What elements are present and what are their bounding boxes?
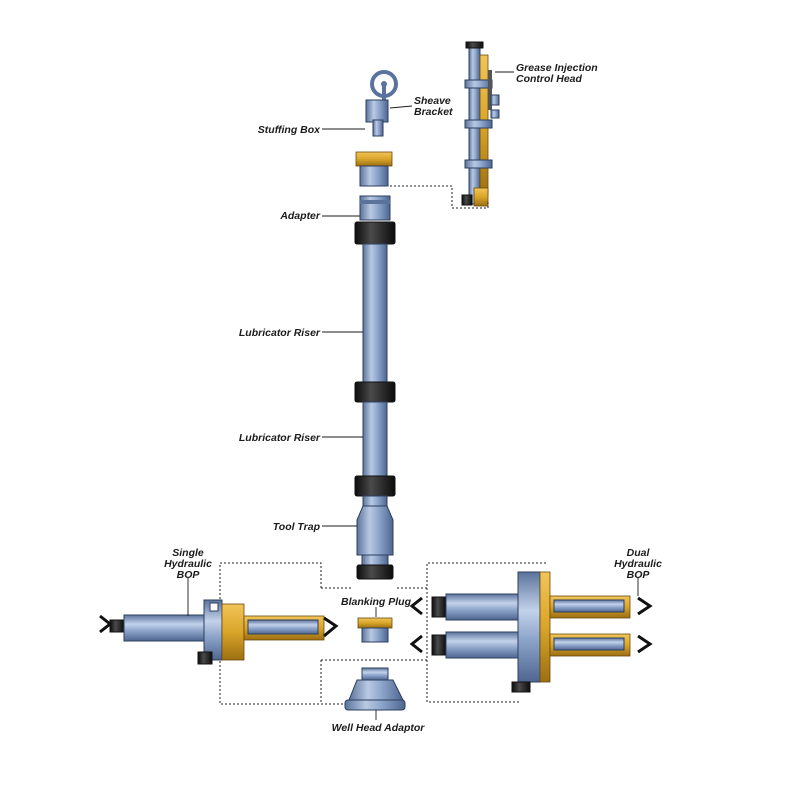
- riser-collar-middle: [354, 381, 396, 403]
- single-bop-label-line1: Single: [172, 547, 204, 559]
- lubricator-riser-lower-label: Lubricator Riser: [239, 432, 321, 444]
- riser-collar-lower: [354, 475, 396, 497]
- adapter-label: Adapter: [279, 210, 321, 222]
- well-head-adaptor-label: Well Head Adaptor: [332, 722, 426, 734]
- lubricator-riser-upper-label: Lubricator Riser: [239, 327, 321, 339]
- single-bop-label-line3: BOP: [177, 569, 201, 581]
- dual-bop-dash-left: [426, 588, 520, 703]
- grease-injection-label-line1: Grease Injection: [516, 62, 598, 74]
- grease-injection-label-line2: Control Head: [516, 73, 583, 85]
- tool-trap-label: Tool Trap: [273, 521, 321, 533]
- stuffing-box-label: Stuffing Box: [258, 124, 321, 136]
- single-bop-label-line2: Hydraulic: [164, 558, 212, 570]
- well-head-adaptor: [344, 667, 406, 711]
- sheave-bracket: [365, 70, 398, 137]
- grease-injection-control-head: [461, 41, 500, 207]
- dual-bop-label-line3: BOP: [627, 569, 651, 581]
- lubricator-riser-upper: [362, 243, 388, 383]
- lubricator-riser-lower: [362, 401, 388, 477]
- sheave-label-line1: Sheave: [414, 95, 451, 107]
- sheave-label-line2: Bracket: [414, 106, 453, 118]
- dual-bop-label-line1: Dual: [627, 547, 651, 559]
- single-hydraulic-bop: [99, 599, 339, 665]
- stuffing-box-union: [355, 151, 393, 187]
- sheave-leader: [389, 105, 413, 109]
- dual-bop-label-line2: Hydraulic: [614, 558, 662, 570]
- adapter: [354, 195, 396, 245]
- grease-connection-dash: [390, 185, 489, 209]
- blanking-plug-label: Blanking Plug: [341, 596, 412, 608]
- dual-hydraulic-bop: [409, 571, 653, 693]
- blanking-plug: [357, 617, 393, 643]
- tool-trap: [356, 495, 394, 580]
